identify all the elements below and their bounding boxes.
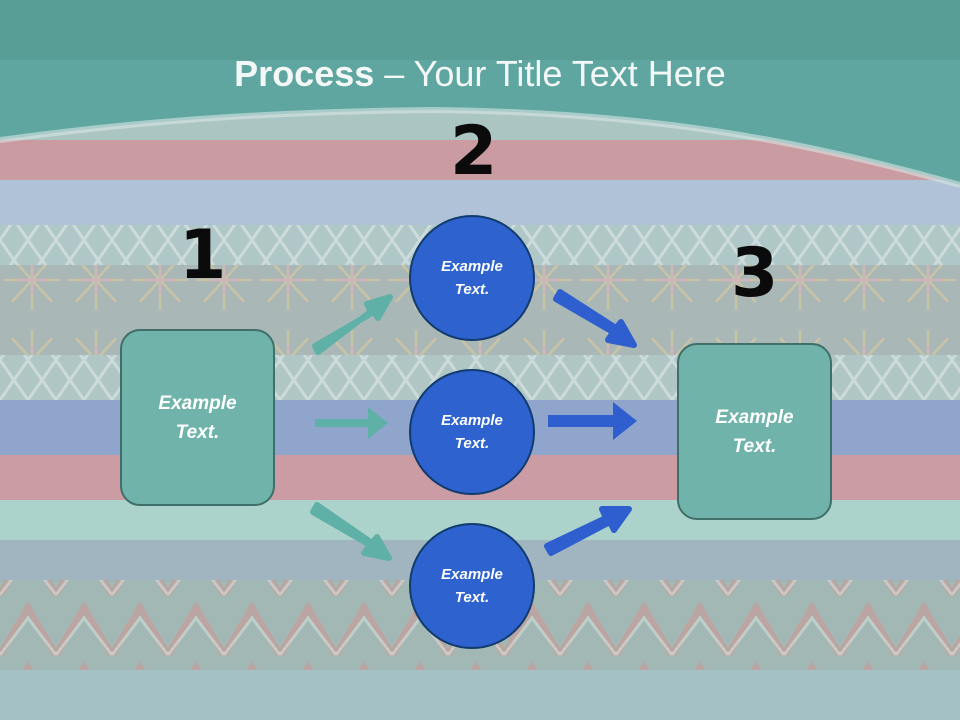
arrow-to-top-circle: [312, 294, 393, 355]
right-step-box: Example Text.: [677, 343, 832, 520]
left-step-box: Example Text.: [120, 329, 275, 506]
circle-middle-text: Example Text.: [441, 412, 503, 452]
arrow-to-bottom-circle: [310, 502, 392, 561]
title-rest: – Your Title Text Here: [374, 53, 726, 94]
slide-title: Process – Your Title Text Here: [0, 52, 960, 96]
arrow-from-middle-circle: [548, 402, 637, 440]
right-step-text: Example Text.: [715, 406, 794, 457]
circle-bottom-text: Example Text.: [441, 566, 503, 606]
step-number-2: 2: [450, 112, 498, 191]
circle-bottom: Example Text.: [409, 523, 535, 649]
arrow-from-top-circle: [553, 289, 637, 348]
arrow-from-bottom-circle: [544, 506, 632, 556]
left-step-text: Example Text.: [158, 392, 237, 443]
circle-top-text: Example Text.: [441, 258, 503, 298]
circle-middle: Example Text.: [409, 369, 535, 495]
step-number-3: 3: [731, 234, 779, 313]
step-number-1: 1: [179, 216, 227, 295]
arrow-to-middle-circle: [315, 407, 388, 439]
title-bold: Process: [234, 53, 375, 94]
circle-top: Example Text.: [409, 215, 535, 341]
